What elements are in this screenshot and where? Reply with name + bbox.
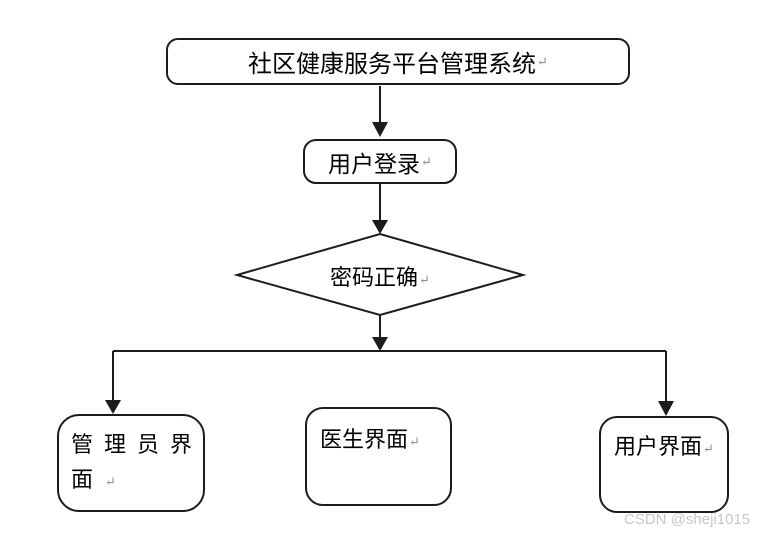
arrowhead-branch-to-user-icon [658, 401, 674, 416]
paragraph-mark-icon: ↵ [419, 272, 430, 287]
csdn-watermark: CSDN @sheji1015 [624, 511, 751, 528]
user-label: 用户界面 [614, 434, 703, 459]
admin-label-line1: 管理员界 [71, 432, 204, 457]
user-login-label: 用户登录 [328, 151, 421, 177]
paragraph-mark-icon: ↵ [409, 434, 420, 449]
arrowhead-login-to-decision-icon [372, 220, 388, 234]
node-admin-interface: 管理员界 面↵ [57, 414, 205, 512]
admin-label-line2-text: 面 [71, 467, 105, 492]
node-user-interface: 用户界面↵ [599, 416, 729, 513]
arrowhead-title-to-login-icon [372, 122, 388, 137]
admin-label-line2: 面↵ [71, 462, 203, 499]
system-title-label: 社区健康服务平台管理系统 [248, 52, 537, 78]
arrowhead-decision-to-branch-icon [372, 337, 388, 351]
decision-password-label: 密码正确↵ [295, 260, 465, 292]
paragraph-mark-icon: ↵ [105, 474, 116, 489]
node-user-login: 用户登录↵ [303, 139, 457, 184]
decision-label-text: 密码正确 [330, 265, 419, 290]
paragraph-mark-icon: ↵ [421, 153, 432, 169]
doctor-label: 医生界面 [320, 427, 409, 452]
arrowhead-branch-to-admin-icon [105, 400, 121, 414]
paragraph-mark-icon: ↵ [703, 441, 714, 456]
node-doctor-interface: 医生界面↵ [305, 407, 452, 506]
paragraph-mark-icon: ↵ [537, 53, 548, 69]
node-system-title: 社区健康服务平台管理系统↵ [166, 38, 630, 85]
